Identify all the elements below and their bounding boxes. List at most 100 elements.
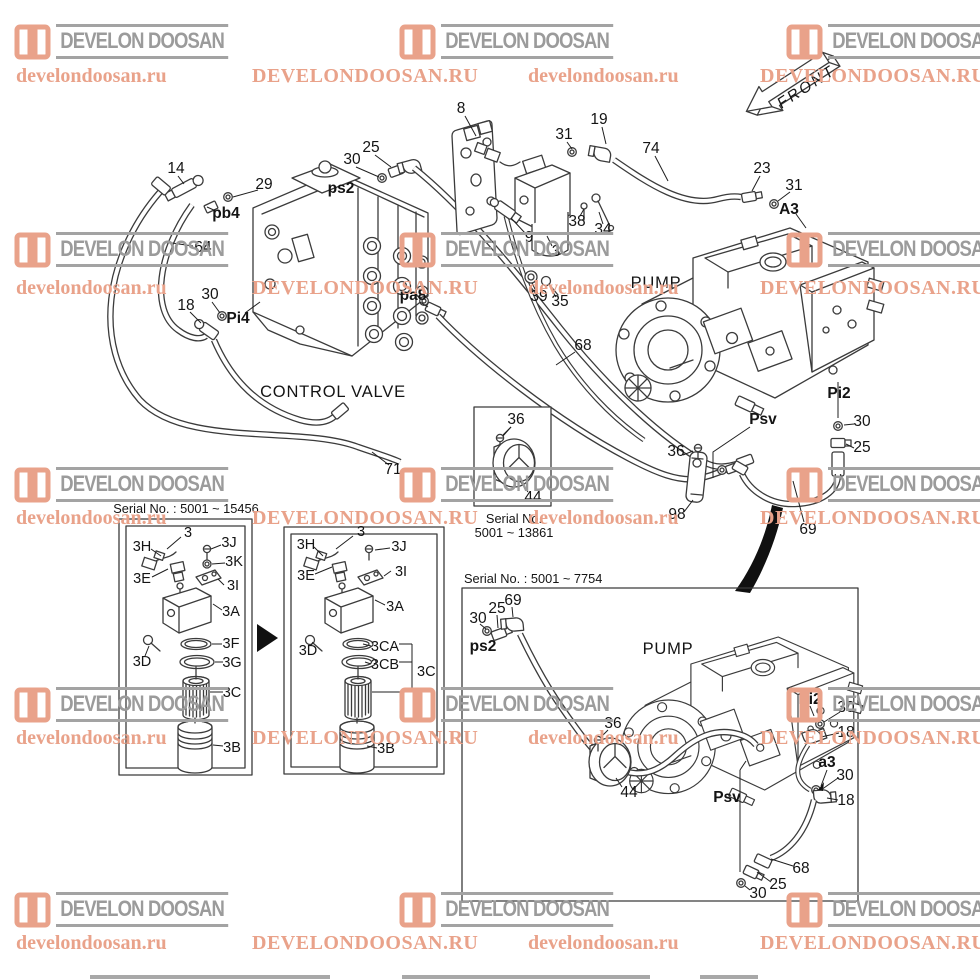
serial-header-15456: Serial No. : 5001 ~ 15456: [113, 501, 259, 516]
part-label-74: 74: [642, 140, 660, 157]
inset-label-18-pi2: 18: [837, 724, 854, 741]
washer-39: [524, 270, 538, 284]
part-label-3: 3: [552, 243, 561, 260]
o-ring-29: [223, 192, 233, 202]
port-label-ps2: ps2: [328, 180, 355, 197]
washer-3k: [202, 559, 212, 569]
part-label-3k: 3K: [225, 554, 243, 570]
part-label-69: 69: [799, 521, 816, 538]
part-label-3b: 3B: [223, 740, 241, 756]
grommet-44: [492, 438, 536, 488]
part-label-25-ps2: 25: [362, 139, 379, 156]
part-label-25-pi2: 25: [853, 439, 870, 456]
control-valve-caption: CONTROL VALVE: [260, 383, 406, 401]
inset-b-leaders: [310, 535, 413, 749]
part-label-3cb: 3CB: [371, 657, 399, 673]
left-hoses: [107, 174, 402, 465]
hose-end-fitting: [330, 402, 350, 420]
part-label-44-inset: 44: [524, 489, 542, 506]
part-label-3e: 3E: [133, 571, 151, 587]
part-label-3b-box: 3: [357, 524, 365, 540]
part-label-31-19: 31: [555, 126, 572, 143]
o-ring-30-pi2: [833, 421, 843, 431]
part-label-14: 14: [167, 160, 185, 177]
part-label-31-a3: 31: [785, 177, 802, 194]
serial-header-7754: Serial No. : 5001 ~ 7754: [464, 571, 602, 586]
pump-caption: PUMP: [631, 274, 682, 292]
part-label-3b-b: 3B: [377, 741, 395, 757]
part-label-3j-b: 3J: [391, 539, 406, 555]
bolt-35: [540, 275, 559, 296]
part-label-3f: 3F: [223, 636, 240, 652]
version-arrow: [257, 624, 278, 652]
part-label-3a2: 3A: [222, 604, 240, 620]
part-label-71: 71: [384, 461, 401, 478]
bolt-34: [591, 193, 615, 232]
hose-74: [567, 144, 807, 229]
part-label-30-pi2: 30: [853, 413, 871, 430]
inset-oring-30-pi2: [815, 719, 825, 729]
inset-oring-30-psv: [736, 878, 746, 888]
elbow-fitting-71: [151, 176, 171, 196]
part-label-3d-b: 3D: [299, 643, 318, 659]
inset-grommet-44: [588, 737, 632, 787]
port-label-psv: Psv: [749, 411, 777, 428]
part-label-3h: 3H: [133, 539, 152, 555]
inset-label-30-ps2: 30: [469, 610, 487, 627]
inset-label-36: 36: [604, 715, 621, 732]
hose-clamp-98: [685, 443, 708, 503]
part-label-36-inset: 36: [507, 411, 524, 428]
part-label-3a-b: 3A: [386, 599, 404, 615]
part-label-19: 19: [590, 111, 607, 128]
port-label-pa8: pa8: [400, 287, 427, 304]
part-label-30-pi4: 30: [201, 286, 219, 303]
inset-label-30-psv: 30: [749, 885, 767, 902]
inset-a-leaders: [144, 536, 226, 747]
part-label-38: 38: [568, 213, 585, 230]
o-ring-30-pi4: [217, 311, 227, 321]
pin-38: [580, 202, 588, 210]
part-label-36: 36: [667, 443, 684, 460]
part-label-3i: 3I: [227, 578, 239, 594]
inset-oring-30-ps2: [482, 626, 492, 636]
o-ring-31-a3: [769, 199, 779, 209]
inset-label-25-psv: 25: [769, 876, 786, 893]
part-label-3e-b: 3E: [297, 568, 315, 584]
tee-fitting-14: [163, 174, 204, 202]
pump-inset-drawing: [621, 636, 864, 808]
part-label-68: 68: [574, 337, 591, 354]
port-label-a3: A3: [779, 201, 799, 218]
port-label-pi4: Pi4: [226, 310, 250, 327]
inset-label-30-a3: 30: [836, 767, 854, 784]
inset-port-psv: Psv: [713, 789, 741, 806]
part-label-3a-box: 3: [184, 525, 192, 541]
inset-label-25-ps2: 25: [488, 600, 505, 617]
main-labels: 8 14 29 pb4 64 18 30 Pi4 25 30 ps2 pa8 C…: [167, 100, 871, 538]
pump-inset-box: Serial No. : 5001 ~ 7754 30 25 69 ps2: [461, 571, 864, 902]
part-label-3c: 3C: [223, 685, 242, 701]
valve-ports: [362, 236, 429, 352]
filter-inset-new: 3 3H 3J 3E 3I 3A 3D 3CA 3CB 3C 3B: [283, 524, 445, 775]
o-ring-30-ps2: [377, 173, 387, 183]
part-label-39: 39: [530, 288, 547, 305]
filter-inset-old: Serial No. : 5001 ~ 15456 3 3H 3J 3K 3E …: [113, 501, 259, 776]
part-label-29: 29: [255, 176, 272, 193]
part-label-98: 98: [668, 506, 685, 523]
inset-port-a3: a3: [818, 754, 836, 771]
inset-fitting-68: [753, 853, 773, 869]
part-label-34: 34: [594, 221, 612, 238]
part-label-3j: 3J: [221, 535, 236, 551]
serial-range-13861-line1: Serial No.: [486, 511, 542, 526]
leader-lines: [171, 115, 855, 523]
port-label-pi2: Pi2: [827, 385, 850, 402]
pump-inset-leaders: [479, 606, 841, 891]
part-label-8: 8: [457, 100, 466, 117]
part-label-3d: 3D: [133, 654, 152, 670]
inset-port-pi2: Pi2: [798, 691, 821, 708]
inset-fitting-25-psv: [742, 864, 766, 883]
inset-label-30-pi2: 30: [837, 699, 855, 716]
elbow-fitting-pi4: [194, 318, 220, 341]
part-label-35: 35: [551, 293, 568, 310]
inset-port-ps2: ps2: [470, 638, 497, 655]
